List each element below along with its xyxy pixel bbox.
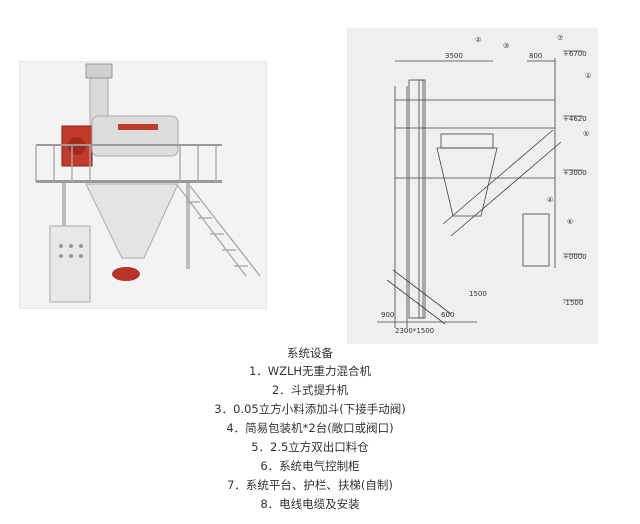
marker-2: ② <box>475 36 481 44</box>
marker-4: ④ <box>547 196 553 204</box>
dimension-top-2: 800 <box>529 52 542 60</box>
dimension-top-1: 3500 <box>445 52 463 60</box>
marker-3: ③ <box>503 42 509 50</box>
level-label-4: +0000 <box>563 253 587 261</box>
marker-7: ⑦ <box>557 34 563 42</box>
level-label-3: +3000 <box>563 169 587 177</box>
equipment-list-item: 5．2.5立方双出口料仓 <box>251 440 369 454</box>
equipment-photo-illustration <box>20 62 266 308</box>
dimension-side: 1500 <box>469 290 487 298</box>
equipment-list-item: 2．斗式提升机 <box>271 383 349 397</box>
equipment-list-item: 7．系统平台、护栏、扶梯(自制) <box>227 478 393 492</box>
engineering-drawing: ② ③ ⑦ ① ⑤ ④ ⑥ 3500 800 +6700 +4620 +3000… <box>347 28 598 344</box>
level-label-5: -1500 <box>563 299 583 307</box>
equipment-photo <box>19 61 267 309</box>
equipment-list: 系统设备 1．WZLH无重力混合机 2．斗式提升机 3．0.05立方小料添加斗(… <box>160 344 460 514</box>
marker-6: ⑥ <box>567 218 573 226</box>
level-label-1: +6700 <box>563 50 587 58</box>
equipment-list-title: 系统设备 <box>287 346 333 360</box>
equipment-list-item: 1．WZLH无重力混合机 <box>248 364 372 378</box>
marker-1: ① <box>585 72 591 80</box>
equipment-list-item: 4．简易包装机*2台(敞口或阀口) <box>226 421 394 435</box>
engineering-drawing-illustration: ② ③ ⑦ ① ⑤ ④ ⑥ 3500 800 +6700 +4620 +3000… <box>347 28 598 344</box>
dimension-bottom-1: 900 <box>381 311 394 319</box>
marker-5: ⑤ <box>583 130 589 138</box>
dimension-bottom-2: 600 <box>441 311 454 319</box>
dimension-bottom-3: 2300*1500 <box>395 327 434 335</box>
equipment-list-item: 6．系统电气控制柜 <box>260 459 360 473</box>
equipment-list-item: 3．0.05立方小料添加斗(下接手动阀) <box>214 402 406 416</box>
level-label-2: +4620 <box>563 115 587 123</box>
equipment-list-item: 8．电线电缆及安装 <box>260 497 360 511</box>
